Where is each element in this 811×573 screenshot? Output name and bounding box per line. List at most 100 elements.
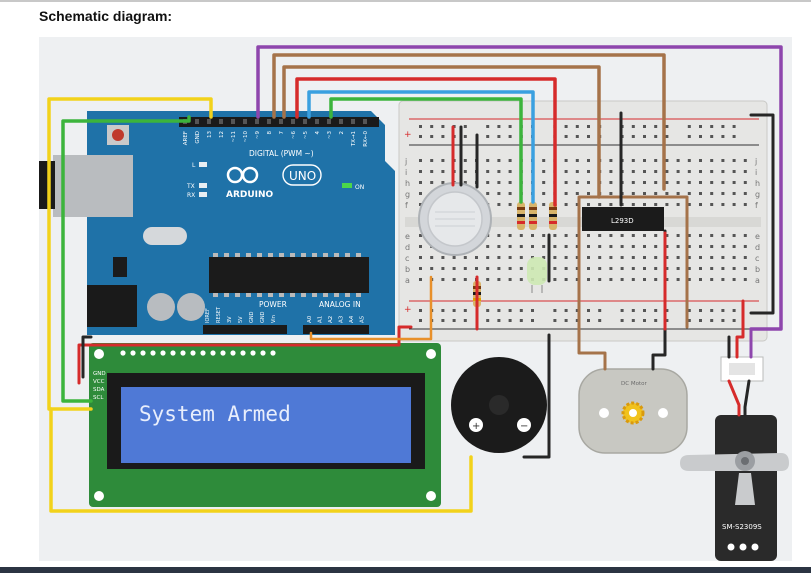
page-heading: Schematic diagram:	[39, 8, 173, 24]
wire-green-sda	[61, 115, 191, 403]
row-letter: c	[405, 254, 409, 263]
power-label: POWER	[259, 300, 287, 309]
servo-motor: SM-S2309S	[680, 356, 789, 561]
digital-label: DIGITAL (PWM ~)	[249, 149, 314, 158]
power-pin-labels: IOREF RESET 3V 5V GND GND Vin	[205, 306, 277, 323]
wire-yellow-scl	[47, 97, 213, 411]
lcd-screen	[121, 387, 411, 463]
analog-pin-label: A4	[349, 315, 355, 323]
digital-pin-label: 4	[315, 131, 321, 135]
row-letter: i	[405, 168, 407, 177]
power-header	[203, 325, 287, 334]
arduino-logo	[226, 164, 322, 186]
analog-pin-label: A2	[328, 316, 334, 323]
on-led-label: ON	[355, 184, 364, 191]
power-pin-label: 5V	[238, 316, 244, 323]
board-model: UNO	[289, 169, 316, 183]
power-jack	[87, 285, 137, 327]
wire-red	[295, 77, 557, 207]
row-letter: c	[755, 254, 759, 263]
wire-brown-motor	[577, 195, 689, 371]
wire-brown	[272, 53, 666, 191]
top-divider	[0, 0, 811, 2]
analog-header	[303, 325, 369, 334]
l293d-chip: L293D	[582, 207, 664, 231]
power-pin-label: GND	[260, 311, 266, 323]
lcd-pin-label: SCL	[93, 395, 104, 401]
digital-pin-label: ~6	[291, 131, 297, 140]
resistor	[529, 202, 537, 230]
row-letter: d	[405, 243, 410, 252]
crystal	[143, 227, 187, 245]
buzzer-plus: +	[472, 421, 480, 432]
row-letter: j	[404, 157, 407, 166]
digital-pin-label: ~5	[303, 131, 309, 140]
piezo-buzzer: + −	[451, 357, 547, 453]
wire-blue	[307, 90, 535, 204]
l-led-label: L	[192, 162, 196, 169]
lcd-pin-labels: GND VCC SDA SCL	[93, 371, 106, 401]
rail-plus-label-bottom: +	[404, 305, 412, 315]
lcd-pin-label: GND	[93, 371, 106, 377]
lcd-pin-label: VCC	[93, 379, 105, 385]
rx-led-label: RX	[187, 192, 195, 199]
bottom-bar	[0, 567, 811, 573]
row-letter: f	[755, 201, 758, 210]
wire-yellow-buzzer	[49, 407, 473, 513]
row-letter: d	[755, 243, 760, 252]
row-letter: b	[755, 265, 760, 274]
buzzer-minus: −	[520, 421, 528, 432]
gas-sensor	[418, 182, 492, 256]
rgb-led	[527, 257, 547, 293]
wires	[47, 45, 783, 513]
digital-pin-label: 12	[219, 131, 225, 138]
voltage-regulator	[113, 257, 127, 277]
power-pin-label: RESET	[216, 306, 222, 323]
row-letter: h	[755, 179, 760, 188]
motor-label: DC Motor	[621, 381, 647, 387]
digital-pin-label: ~9	[255, 131, 261, 140]
row-letter: g	[405, 190, 410, 199]
digital-pin-label: 7	[279, 131, 285, 135]
wire-green	[329, 97, 523, 204]
power-pin-label: IOREF	[205, 308, 211, 323]
digital-pin-label: 2	[339, 131, 345, 135]
row-letter: a	[755, 276, 760, 285]
row-letter: b	[405, 265, 410, 274]
digital-pin-label: ~11	[231, 131, 237, 143]
resistor	[549, 202, 557, 230]
atmega-chip	[209, 257, 369, 293]
digital-pin-label: ~10	[243, 131, 249, 143]
row-letter: h	[405, 179, 410, 188]
analog-pin-label: A0	[307, 315, 313, 323]
usb-port	[53, 155, 133, 217]
digital-pin-label: 8	[267, 131, 273, 135]
analog-pin-label: A5	[360, 315, 366, 323]
power-pin-label: GND	[249, 311, 255, 323]
row-letter: a	[405, 276, 410, 285]
wire-black-gnd	[81, 335, 93, 379]
power-pin-label: Vin	[271, 315, 277, 323]
analog-pin-label: A3	[339, 315, 345, 323]
digital-pin-label: AREF	[183, 131, 189, 145]
capacitor	[177, 293, 205, 321]
resistor	[517, 202, 525, 230]
rail-plus-label: +	[404, 130, 412, 140]
wire-orange-analog	[309, 275, 433, 341]
tx-led-label: TX	[186, 183, 195, 190]
servo-label: SM-S2309S	[722, 523, 762, 531]
dc-motor: DC Motor	[578, 368, 688, 454]
digital-pin-label: RX←0	[363, 131, 369, 147]
lcd-pin-label: SDA	[93, 387, 105, 393]
digital-pin-label: 13	[207, 131, 213, 138]
power-pin-label: 3V	[227, 316, 233, 323]
board-brand: ARDUINO	[226, 190, 274, 200]
wire-red-vcc	[77, 325, 413, 385]
